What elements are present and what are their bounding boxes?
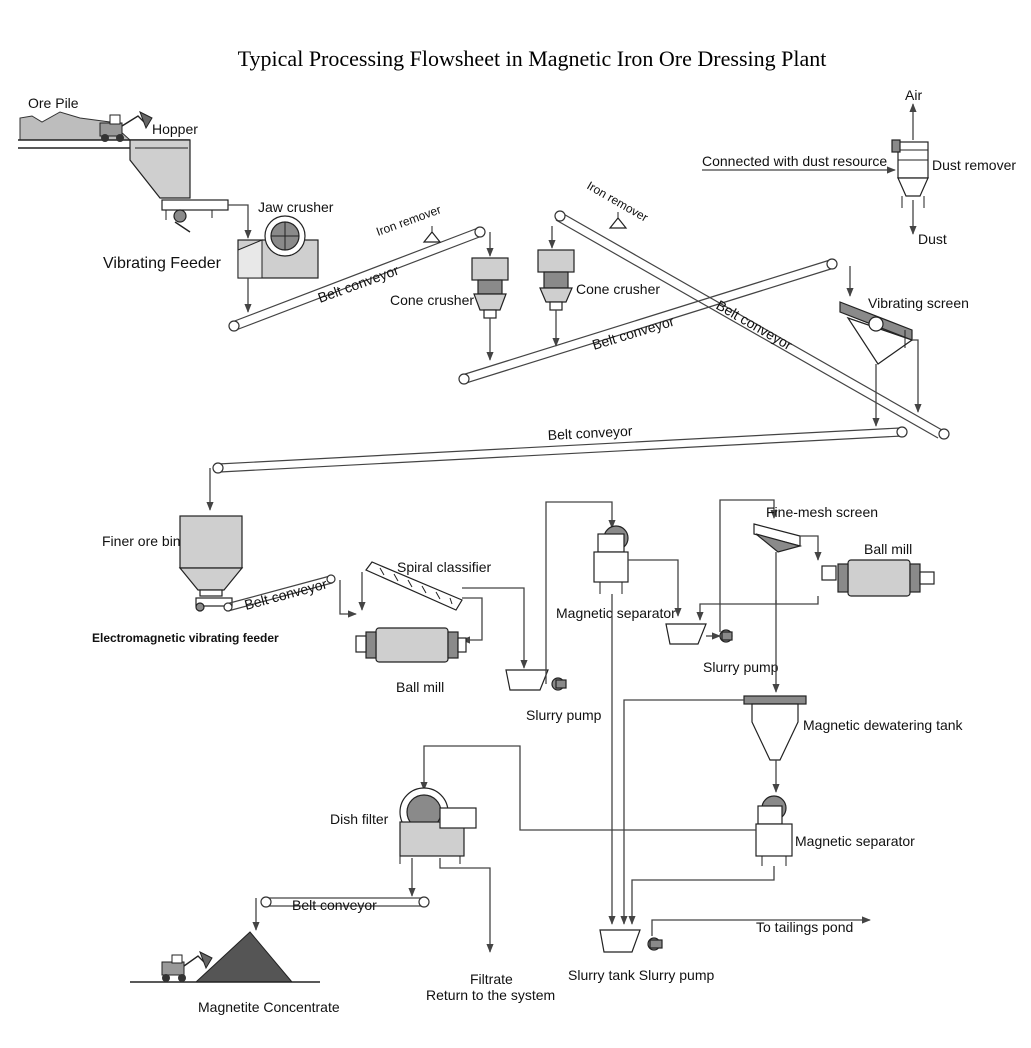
dish-filter xyxy=(399,787,477,864)
pump1-to-sep1-arrow xyxy=(545,501,616,684)
pump2-to-screen-arrow xyxy=(719,499,778,632)
filtrate-arrow xyxy=(439,858,494,953)
dust-label: Dust xyxy=(918,231,947,247)
loader-icon-bottom xyxy=(161,950,213,982)
magnetic-separator-1-label: Magnetic separator xyxy=(556,605,676,621)
mill1-to-classifier-arrow xyxy=(461,597,483,644)
filtrate-label: Filtrate xyxy=(470,971,513,987)
slurry-tank-pump-3 xyxy=(599,929,663,953)
belt-conveyor-3-label: Belt conveyor xyxy=(714,297,796,353)
loader-icon-top xyxy=(99,110,153,142)
spiral-classifier xyxy=(365,561,463,611)
sep2-concentrate-to-filter-arrow xyxy=(420,745,756,831)
belt-conveyor-5-label: Belt conveyor xyxy=(243,575,329,612)
vibrating-feeder xyxy=(161,199,229,233)
feeder-to-jaw-arrow xyxy=(228,204,252,239)
magnetic-separator-2-label: Magnetic separator xyxy=(795,833,915,849)
sep2-tailings-arrow xyxy=(628,866,775,925)
belt-conveyor-2 xyxy=(458,258,838,385)
belt-conveyor-3 xyxy=(554,210,950,440)
belt-conveyor-4 xyxy=(212,426,908,474)
slurry-pump-2 xyxy=(665,623,733,645)
iron-remover-1 xyxy=(422,226,442,243)
fine-mesh-screen-label: Fine-mesh screen xyxy=(766,504,878,520)
cone-crusher-1-label: Cone crusher xyxy=(390,292,474,308)
hopper-label: Hopper xyxy=(152,121,198,137)
to-tailings-pond-label: To tailings pond xyxy=(756,919,853,935)
screen-to-mill2-arrow xyxy=(800,535,822,561)
belt-conveyor-4-label: Belt conveyor xyxy=(547,423,633,443)
spiral-classifier-label: Spiral classifier xyxy=(397,559,491,575)
screen-oversize-arrow xyxy=(912,339,922,413)
mill2-return-arrow xyxy=(696,596,819,621)
ore-pile-label: Ore Pile xyxy=(28,95,79,111)
cone-crusher-1 xyxy=(471,257,509,319)
magnetite-concentrate-pile xyxy=(130,931,320,983)
vibrating-feeder-label: Vibrating Feeder xyxy=(103,255,222,272)
tank-overflow-arrow xyxy=(620,699,744,925)
dust-remover-label: Dust remover xyxy=(932,157,1016,173)
vibrating-screen xyxy=(839,301,914,365)
classifier-overflow-arrow xyxy=(462,587,528,669)
cone-crusher-2-label: Cone crusher xyxy=(576,281,660,297)
magnetite-concentrate-label: Magnetite Concentrate xyxy=(198,999,340,1015)
dust-remover xyxy=(891,139,929,208)
slurry-pump-1 xyxy=(505,669,567,691)
ball-mill-2-label: Ball mill xyxy=(864,541,912,557)
air-label: Air xyxy=(905,87,922,103)
em-vibrating-feeder xyxy=(195,597,233,612)
magnetic-separator-2 xyxy=(755,795,793,866)
cone-crusher-2 xyxy=(537,249,575,311)
hopper xyxy=(129,139,191,199)
em-vibrating-feeder-label: Electromagnetic vibrating feeder xyxy=(92,631,279,645)
ball-mill-1 xyxy=(355,627,467,663)
slurry-pump-2-label: Slurry pump xyxy=(703,659,779,675)
slurry-pump-1-label: Slurry pump xyxy=(526,707,602,723)
belt-conveyor-6-label: Belt conveyor xyxy=(292,897,377,913)
fine-mesh-screen xyxy=(753,523,803,553)
magnetic-dewatering-tank xyxy=(743,695,807,761)
slurry-tank-pump-label: Slurry tank Slurry pump xyxy=(568,967,714,983)
dish-filter-label: Dish filter xyxy=(330,811,389,827)
belt-to-mill1-arrow xyxy=(339,580,357,618)
sep1-to-pump2-arrow xyxy=(628,559,682,617)
belt-conveyor-5 xyxy=(223,574,336,612)
pump3-to-tailings-arrow xyxy=(651,916,871,936)
ball-mill-1-label: Ball mill xyxy=(396,679,444,695)
iron-remover-2-label: Iron remover xyxy=(585,178,651,224)
jaw-crusher xyxy=(237,215,319,279)
iron-remover-2 xyxy=(608,212,628,229)
magnetic-separator-1 xyxy=(593,525,629,594)
magnetic-dewatering-tank-label: Magnetic dewatering tank xyxy=(803,717,964,733)
belt-conveyor-6 xyxy=(260,896,430,908)
belt-conveyor-1 xyxy=(228,226,486,332)
connected-dust-label: Connected with dust resource xyxy=(702,153,887,169)
belt-conveyor-2-label: Belt conveyor xyxy=(590,313,676,353)
finer-ore-bin xyxy=(178,515,244,597)
jaw-crusher-label: Jaw crusher xyxy=(258,199,334,215)
vibrating-screen-label: Vibrating screen xyxy=(868,295,969,311)
ball-mill-2 xyxy=(821,559,935,597)
return-to-system-label: Return to the system xyxy=(426,987,555,1003)
finer-ore-bin-label: Finer ore bin xyxy=(102,533,181,549)
diagram-title: Typical Processing Flowsheet in Magnetic… xyxy=(238,46,827,71)
belt-conveyor-1-label: Belt conveyor xyxy=(316,262,401,306)
